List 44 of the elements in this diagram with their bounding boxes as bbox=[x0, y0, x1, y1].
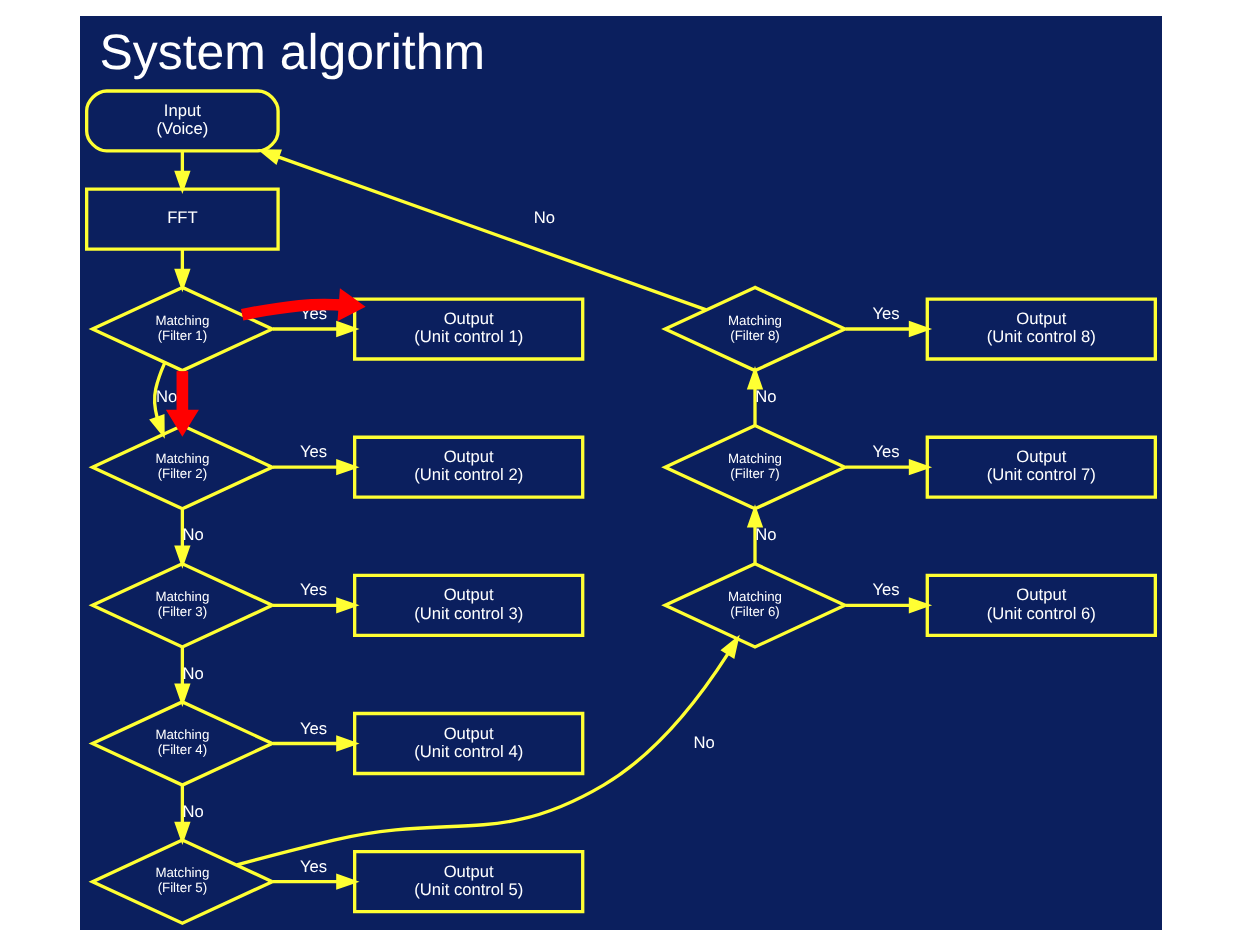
arrow bbox=[173, 509, 190, 569]
node-box: Output (Unit control 4) bbox=[352, 711, 584, 776]
edge-label: Yes bbox=[871, 303, 899, 324]
edge-label: Yes bbox=[298, 855, 327, 876]
arrow bbox=[271, 597, 359, 614]
node-box: Output (Unit control 5) bbox=[352, 850, 584, 914]
edge-label: No bbox=[692, 731, 714, 752]
arrow bbox=[173, 647, 190, 707]
diagram-title: System algorithm bbox=[98, 25, 484, 82]
node-box: Output (Unit control 2) bbox=[352, 435, 584, 499]
node-box: Output (Unit control 3) bbox=[352, 573, 584, 637]
arrow bbox=[173, 785, 190, 846]
edge-label: Yes bbox=[871, 579, 899, 600]
arrow bbox=[271, 320, 359, 338]
arrow bbox=[844, 597, 932, 614]
arrow bbox=[745, 504, 763, 564]
node-box: FFT bbox=[84, 187, 279, 251]
node-box: Input (Voice) bbox=[84, 89, 279, 153]
arrow bbox=[256, 149, 706, 312]
edge-label: Yes bbox=[298, 717, 327, 738]
node-box: Output (Unit control 8) bbox=[924, 297, 1156, 361]
arrow bbox=[240, 288, 365, 322]
arrow bbox=[844, 320, 932, 338]
edge-label: No bbox=[532, 207, 555, 228]
arrow bbox=[844, 459, 932, 476]
edge-label: No bbox=[181, 800, 203, 821]
arrow bbox=[164, 371, 198, 437]
edge-label: No bbox=[181, 662, 203, 683]
arrow bbox=[271, 459, 359, 476]
edge-label: Yes bbox=[298, 579, 327, 600]
edge-label: Yes bbox=[871, 441, 899, 462]
arrow bbox=[235, 634, 739, 867]
edge-label: Yes bbox=[298, 441, 327, 462]
arrow bbox=[148, 362, 166, 439]
arrow bbox=[745, 366, 763, 426]
node-box: Output (Unit control 6) bbox=[924, 573, 1156, 637]
arrow bbox=[173, 151, 190, 195]
node-box: Output (Unit control 7) bbox=[924, 435, 1156, 499]
arrow bbox=[271, 873, 359, 890]
arrow bbox=[173, 249, 190, 293]
edge-label: No bbox=[154, 386, 177, 407]
node-box: Output (Unit control 1) bbox=[352, 297, 584, 361]
arrow bbox=[271, 735, 359, 752]
edge-label: No bbox=[181, 524, 203, 545]
